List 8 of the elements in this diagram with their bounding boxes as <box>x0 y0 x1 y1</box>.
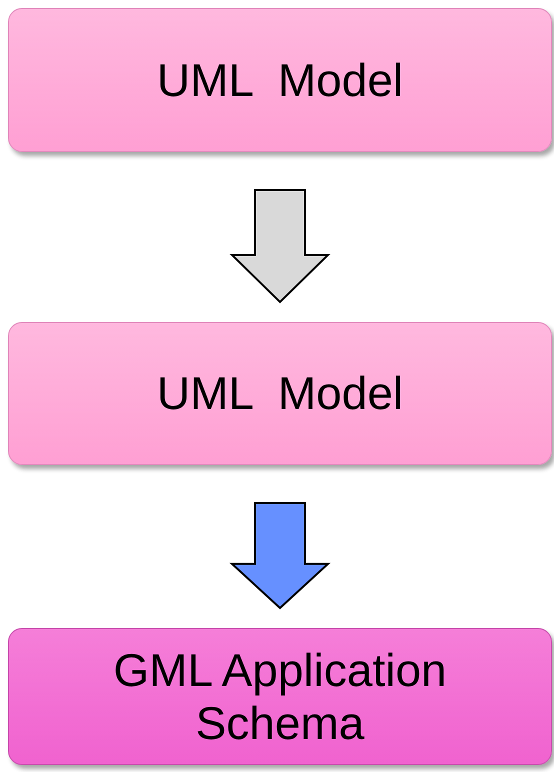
box-label: GML Application Schema <box>112 644 448 750</box>
box-label: UML Model <box>156 54 404 106</box>
box-label: UML Model <box>156 367 404 420</box>
block-arrow <box>230 189 330 304</box>
process-box <box>8 8 552 152</box>
process-box <box>8 628 552 765</box>
block-arrow <box>229 502 331 610</box>
process-box <box>8 322 552 465</box>
